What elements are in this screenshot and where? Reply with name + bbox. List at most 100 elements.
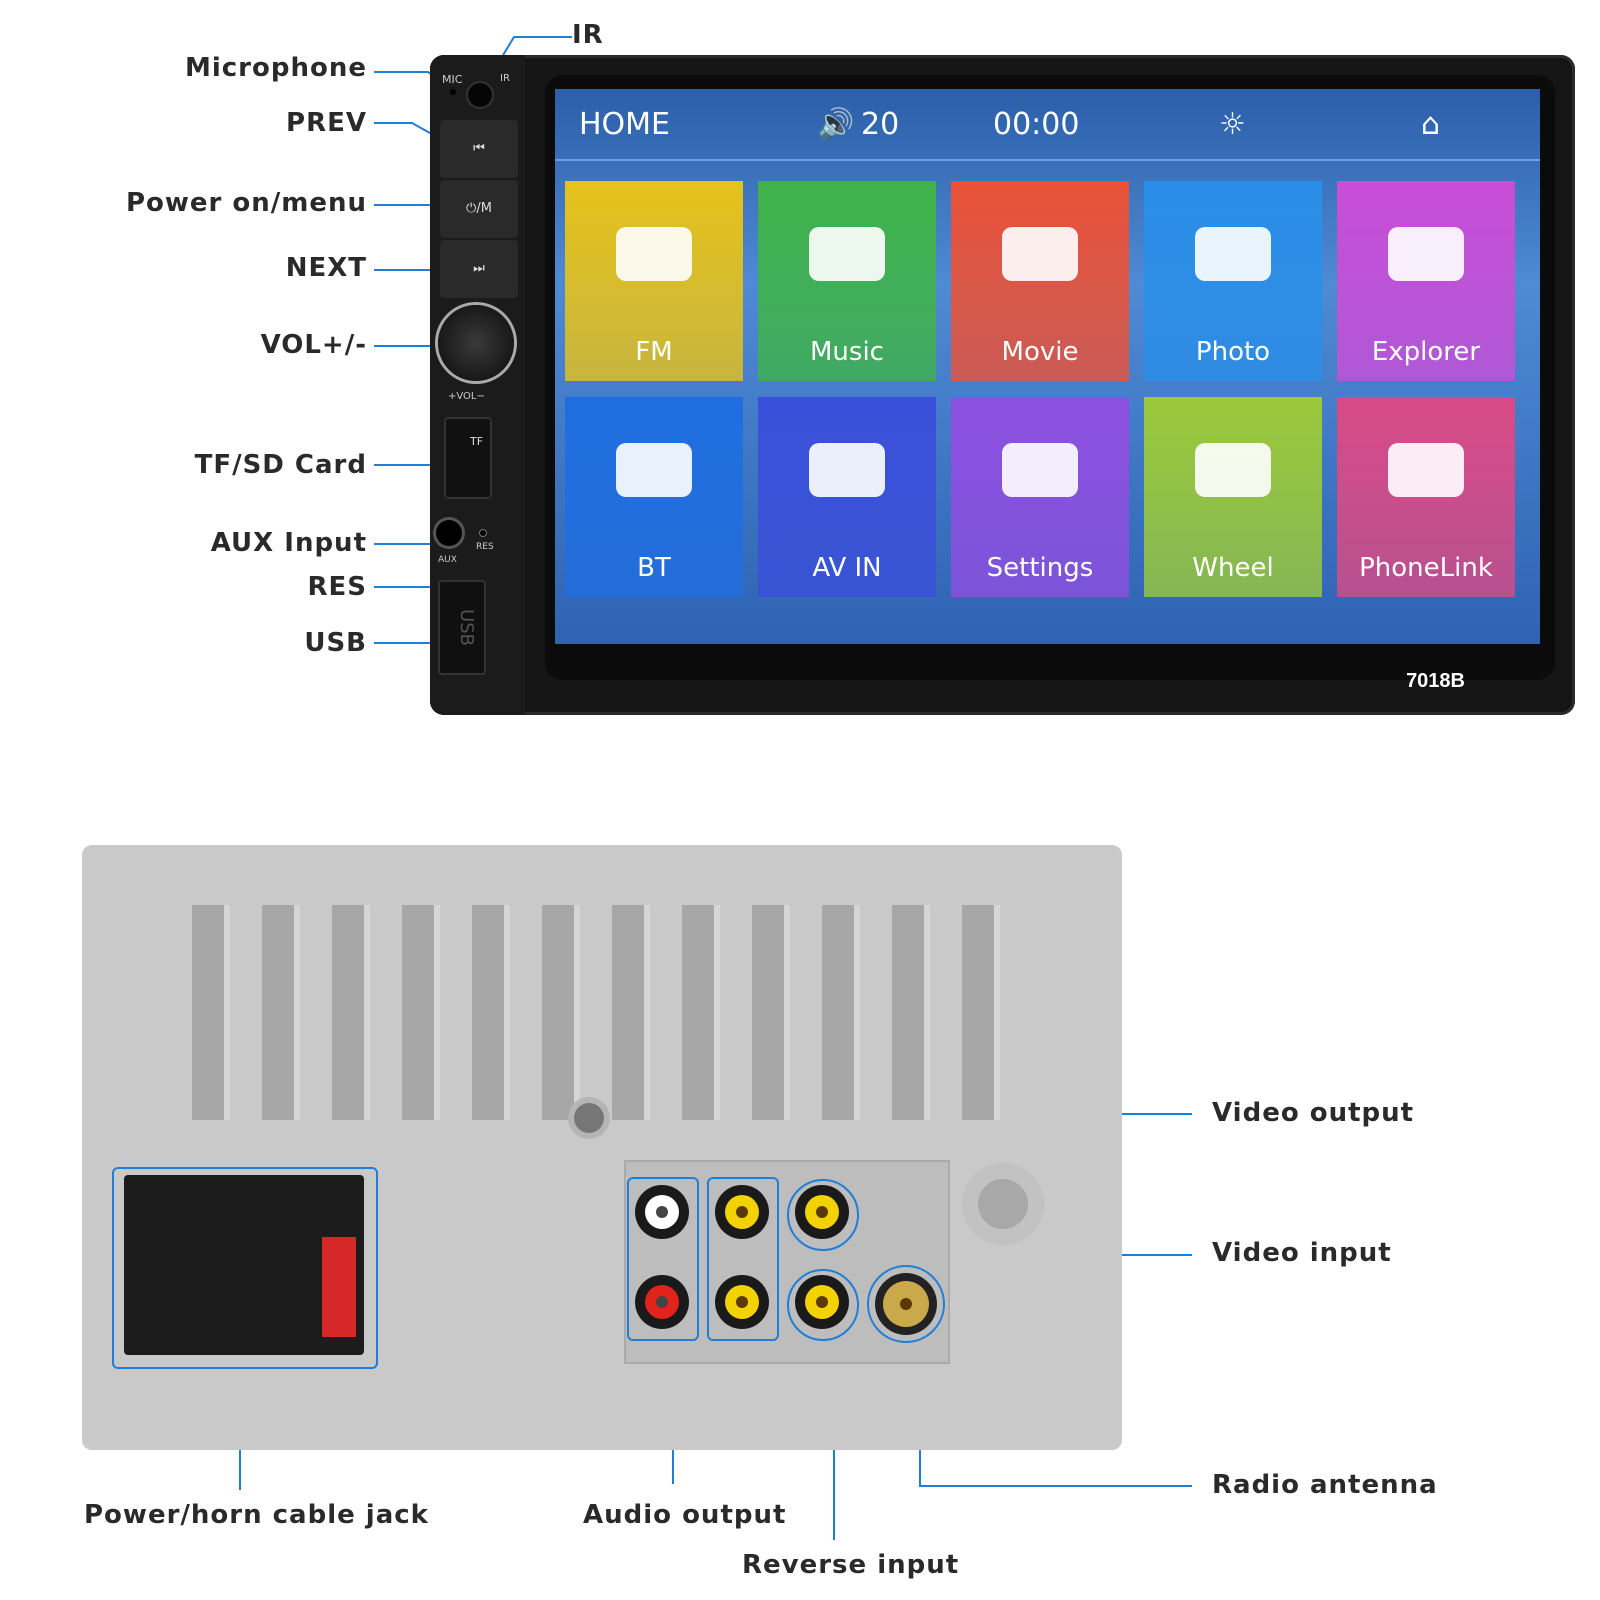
tile-settings[interactable]: Settings <box>951 397 1129 597</box>
heat-sink-fin <box>822 905 860 1120</box>
control-panel: MIC IR ⏮ ⏻/M ⏭ +VOL− TF AUX RES USB <box>430 55 525 715</box>
vol-label: +VOL− <box>448 391 485 402</box>
callout-tf-sd: TF/SD Card <box>194 450 367 480</box>
photo-icon <box>1195 227 1271 281</box>
callout-video-output: Video output <box>1212 1098 1415 1128</box>
camera-icon <box>1002 227 1078 281</box>
heat-sink-fin <box>892 905 930 1120</box>
callout-power-menu: Power on/menu <box>125 188 367 218</box>
tf-card-slot[interactable] <box>444 417 492 499</box>
power-menu-button[interactable]: ⏻/M <box>440 180 518 238</box>
audio-output-right-jack[interactable] <box>635 1275 689 1329</box>
callout-video-input: Video input <box>1212 1238 1392 1268</box>
heat-sink-fin <box>752 905 790 1120</box>
mic-label: MIC <box>442 73 463 86</box>
heat-sink-fin <box>962 905 1000 1120</box>
res-label: RES <box>476 542 494 552</box>
tile-photo[interactable]: Photo <box>1144 181 1322 381</box>
audio-output-left-jack[interactable] <box>635 1185 689 1239</box>
heat-sink-fin <box>682 905 720 1120</box>
tile-music[interactable]: Music <box>758 181 936 381</box>
usb-label: USB <box>455 609 477 646</box>
phone-link-icon <box>1388 443 1464 497</box>
power-label: ⏻/M <box>466 201 492 216</box>
home-title: HOME <box>579 107 671 142</box>
highlight-power-horn <box>112 1167 378 1369</box>
callout-power-horn: Power/horn cable jack <box>84 1500 429 1530</box>
tile-phonelink[interactable]: PhoneLink <box>1337 397 1515 597</box>
tile-label: Music <box>810 337 884 367</box>
callout-usb: USB <box>304 628 367 658</box>
next-button[interactable]: ⏭ <box>440 240 518 298</box>
volume-knob[interactable] <box>438 305 514 381</box>
head-unit-front: MIC IR ⏮ ⏻/M ⏭ +VOL− TF AUX RES USB HOME… <box>430 55 1575 715</box>
ir-label: IR <box>500 73 510 84</box>
aux-jack[interactable] <box>436 520 462 546</box>
tile-label: FM <box>635 337 673 367</box>
callout-ir: IR <box>572 20 604 50</box>
brightness-icon[interactable]: ☼ <box>1219 107 1246 142</box>
res-button[interactable] <box>480 530 486 536</box>
callout-prev: PREV <box>286 108 367 138</box>
headphones-icon <box>809 227 885 281</box>
head-unit-rear <box>82 845 1122 1450</box>
heat-sink-fin <box>402 905 440 1120</box>
usb-port[interactable] <box>438 580 486 675</box>
tile-label: Movie <box>1001 337 1079 367</box>
callout-aux: AUX Input <box>210 528 367 558</box>
mount-hole <box>574 1103 604 1133</box>
model-number: 7018B <box>1406 670 1465 692</box>
tile-bt[interactable]: BT <box>565 397 743 597</box>
heat-sink-fin <box>192 905 230 1120</box>
video-output-2-jack[interactable] <box>715 1275 769 1329</box>
tile-av-in[interactable]: AV IN <box>758 397 936 597</box>
tile-label: BT <box>637 553 671 583</box>
heat-sink-fin <box>262 905 300 1120</box>
phone-icon <box>616 443 692 497</box>
tile-label: Explorer <box>1371 337 1481 367</box>
fuse <box>322 1237 356 1337</box>
tile-movie[interactable]: Movie <box>951 181 1129 381</box>
highlight-reverse-input <box>787 1269 859 1341</box>
prev-button[interactable]: ⏮ <box>440 120 518 178</box>
antenna-mount <box>962 1163 1044 1245</box>
tile-label: Photo <box>1195 337 1271 367</box>
highlight-audio-output <box>627 1177 699 1341</box>
callout-reverse-input: Reverse input <box>742 1550 960 1580</box>
wrench-icon <box>1002 443 1078 497</box>
home-icon[interactable]: ⌂ <box>1421 107 1441 142</box>
tile-explorer[interactable]: Explorer <box>1337 181 1515 381</box>
callout-res: RES <box>307 572 367 602</box>
radio-icon <box>616 227 692 281</box>
heat-sink-fin <box>332 905 370 1120</box>
prev-icon: ⏮ <box>473 141 485 156</box>
tile-label: PhoneLink <box>1359 553 1493 583</box>
status-bar: HOME 🔊 20 00:00 ☼ ⌂ <box>555 89 1540 161</box>
callout-volume: VOL+/- <box>260 330 367 360</box>
highlight-video-input <box>787 1179 859 1251</box>
video-output-1-jack[interactable] <box>715 1185 769 1239</box>
screen-bezel: HOME 🔊 20 00:00 ☼ ⌂ FM Music Movie Photo Exp… <box>545 75 1555 680</box>
highlight-radio-antenna <box>867 1265 945 1343</box>
home-screen: HOME 🔊 20 00:00 ☼ ⌂ FM Music Movie Photo Exp… <box>555 89 1540 644</box>
tile-wheel[interactable]: Wheel <box>1144 397 1322 597</box>
aux-label: AUX <box>438 555 457 565</box>
callout-next: NEXT <box>285 253 367 283</box>
mic-hole <box>450 89 456 95</box>
highlight-video-output <box>707 1177 779 1341</box>
heat-sink-fin <box>612 905 650 1120</box>
tile-label: AV IN <box>812 553 882 583</box>
tf-label: TF <box>470 435 484 448</box>
tile-label: Settings <box>986 553 1094 583</box>
callout-radio-antenna: Radio antenna <box>1212 1470 1438 1500</box>
tile-fm[interactable]: FM <box>565 181 743 381</box>
volume-value: 20 <box>861 107 900 142</box>
next-icon: ⏭ <box>473 261 485 276</box>
tile-label: Wheel <box>1192 553 1274 583</box>
heat-sink-fin <box>472 905 510 1120</box>
av-input-icon <box>809 443 885 497</box>
ir-sensor <box>468 83 492 107</box>
callout-audio-output: Audio output <box>583 1500 787 1530</box>
folder-icon <box>1388 227 1464 281</box>
heat-sink-fin <box>542 905 580 1120</box>
